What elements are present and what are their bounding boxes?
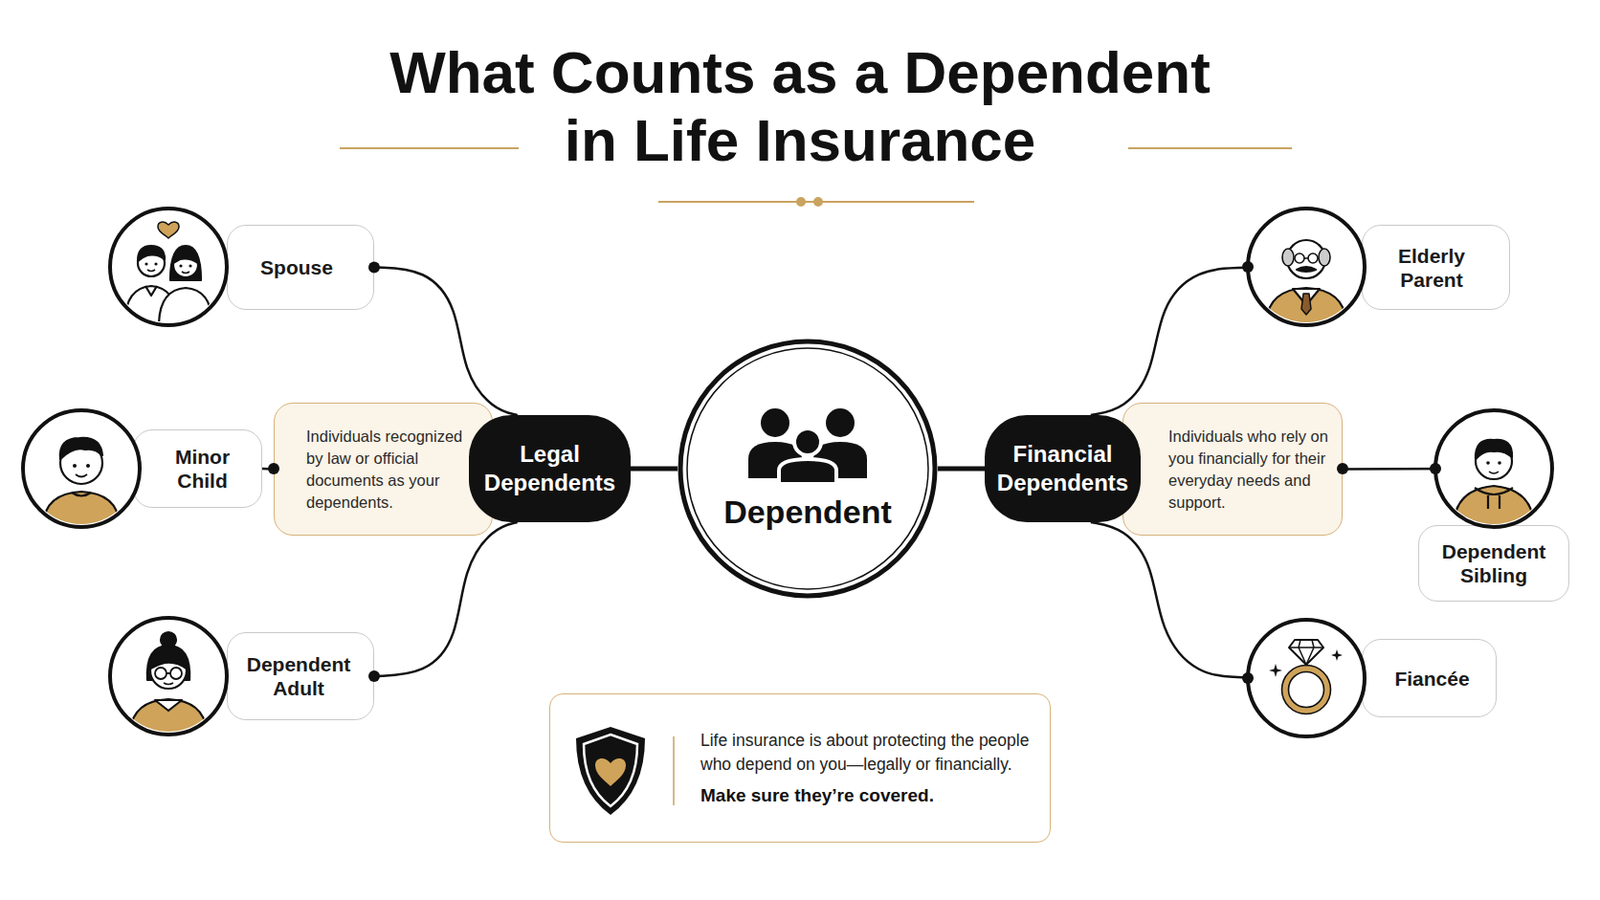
node-text: Dependent Sibling	[1432, 539, 1556, 588]
hub-circle: Dependent	[677, 338, 938, 600]
note-box: Life insurance is about protecting the p…	[549, 693, 1051, 844]
connector	[1090, 522, 1362, 679]
category-label: Minor Child	[133, 429, 263, 509]
connector	[1342, 468, 1494, 526]
category-label: Dependent Sibling	[1418, 525, 1570, 602]
connector-dot	[267, 261, 1442, 685]
connector	[630, 466, 678, 472]
connector	[374, 522, 518, 677]
node-text: Minor Child	[147, 444, 258, 493]
node-text: Dependent Adult	[237, 652, 360, 701]
spouse-icon	[110, 208, 227, 327]
connector	[937, 466, 985, 472]
hub-ring	[680, 341, 935, 597]
description-box: Individuals who rely on you financially …	[1122, 402, 1343, 536]
node-text: Financial Dependents	[994, 440, 1132, 498]
connector	[374, 267, 518, 417]
group-pill: Financial Dependents	[984, 415, 1141, 523]
node-text: Legal Dependents	[482, 440, 618, 498]
child-icon	[22, 410, 140, 529]
elderly-icon	[1247, 208, 1365, 327]
node-text: Dependent	[723, 492, 892, 532]
node-text: Individuals who rely on you financially …	[1168, 425, 1334, 514]
node-text: Fiancée	[1394, 666, 1469, 691]
node-subtext: Make sure they’re covered.	[700, 783, 934, 808]
category-label: Fiancée	[1361, 639, 1497, 718]
sibling-icon	[1435, 410, 1553, 529]
diagram-title: What Counts as a Dependent in Life Insur…	[369, 38, 1231, 175]
description-box: Individuals recognized by law or officia…	[273, 402, 493, 536]
connector	[1090, 266, 1362, 416]
category-label: Spouse	[226, 224, 375, 311]
node-text: Life insurance is about protecting the p…	[700, 729, 1044, 778]
group-pill: Legal Dependents	[468, 415, 631, 523]
category-label: Elderly Parent	[1361, 224, 1511, 311]
adult-icon	[110, 618, 227, 736]
connector	[262, 467, 274, 471]
category-label: Dependent Adult	[226, 632, 375, 721]
ring-icon	[1247, 620, 1365, 737]
node-text: Elderly Parent	[1379, 244, 1484, 292]
hub-outline	[677, 338, 938, 600]
node-text: Spouse	[260, 255, 334, 280]
node-text: Individuals recognized by law or officia…	[306, 425, 477, 514]
hub-inner-ring	[687, 348, 929, 590]
